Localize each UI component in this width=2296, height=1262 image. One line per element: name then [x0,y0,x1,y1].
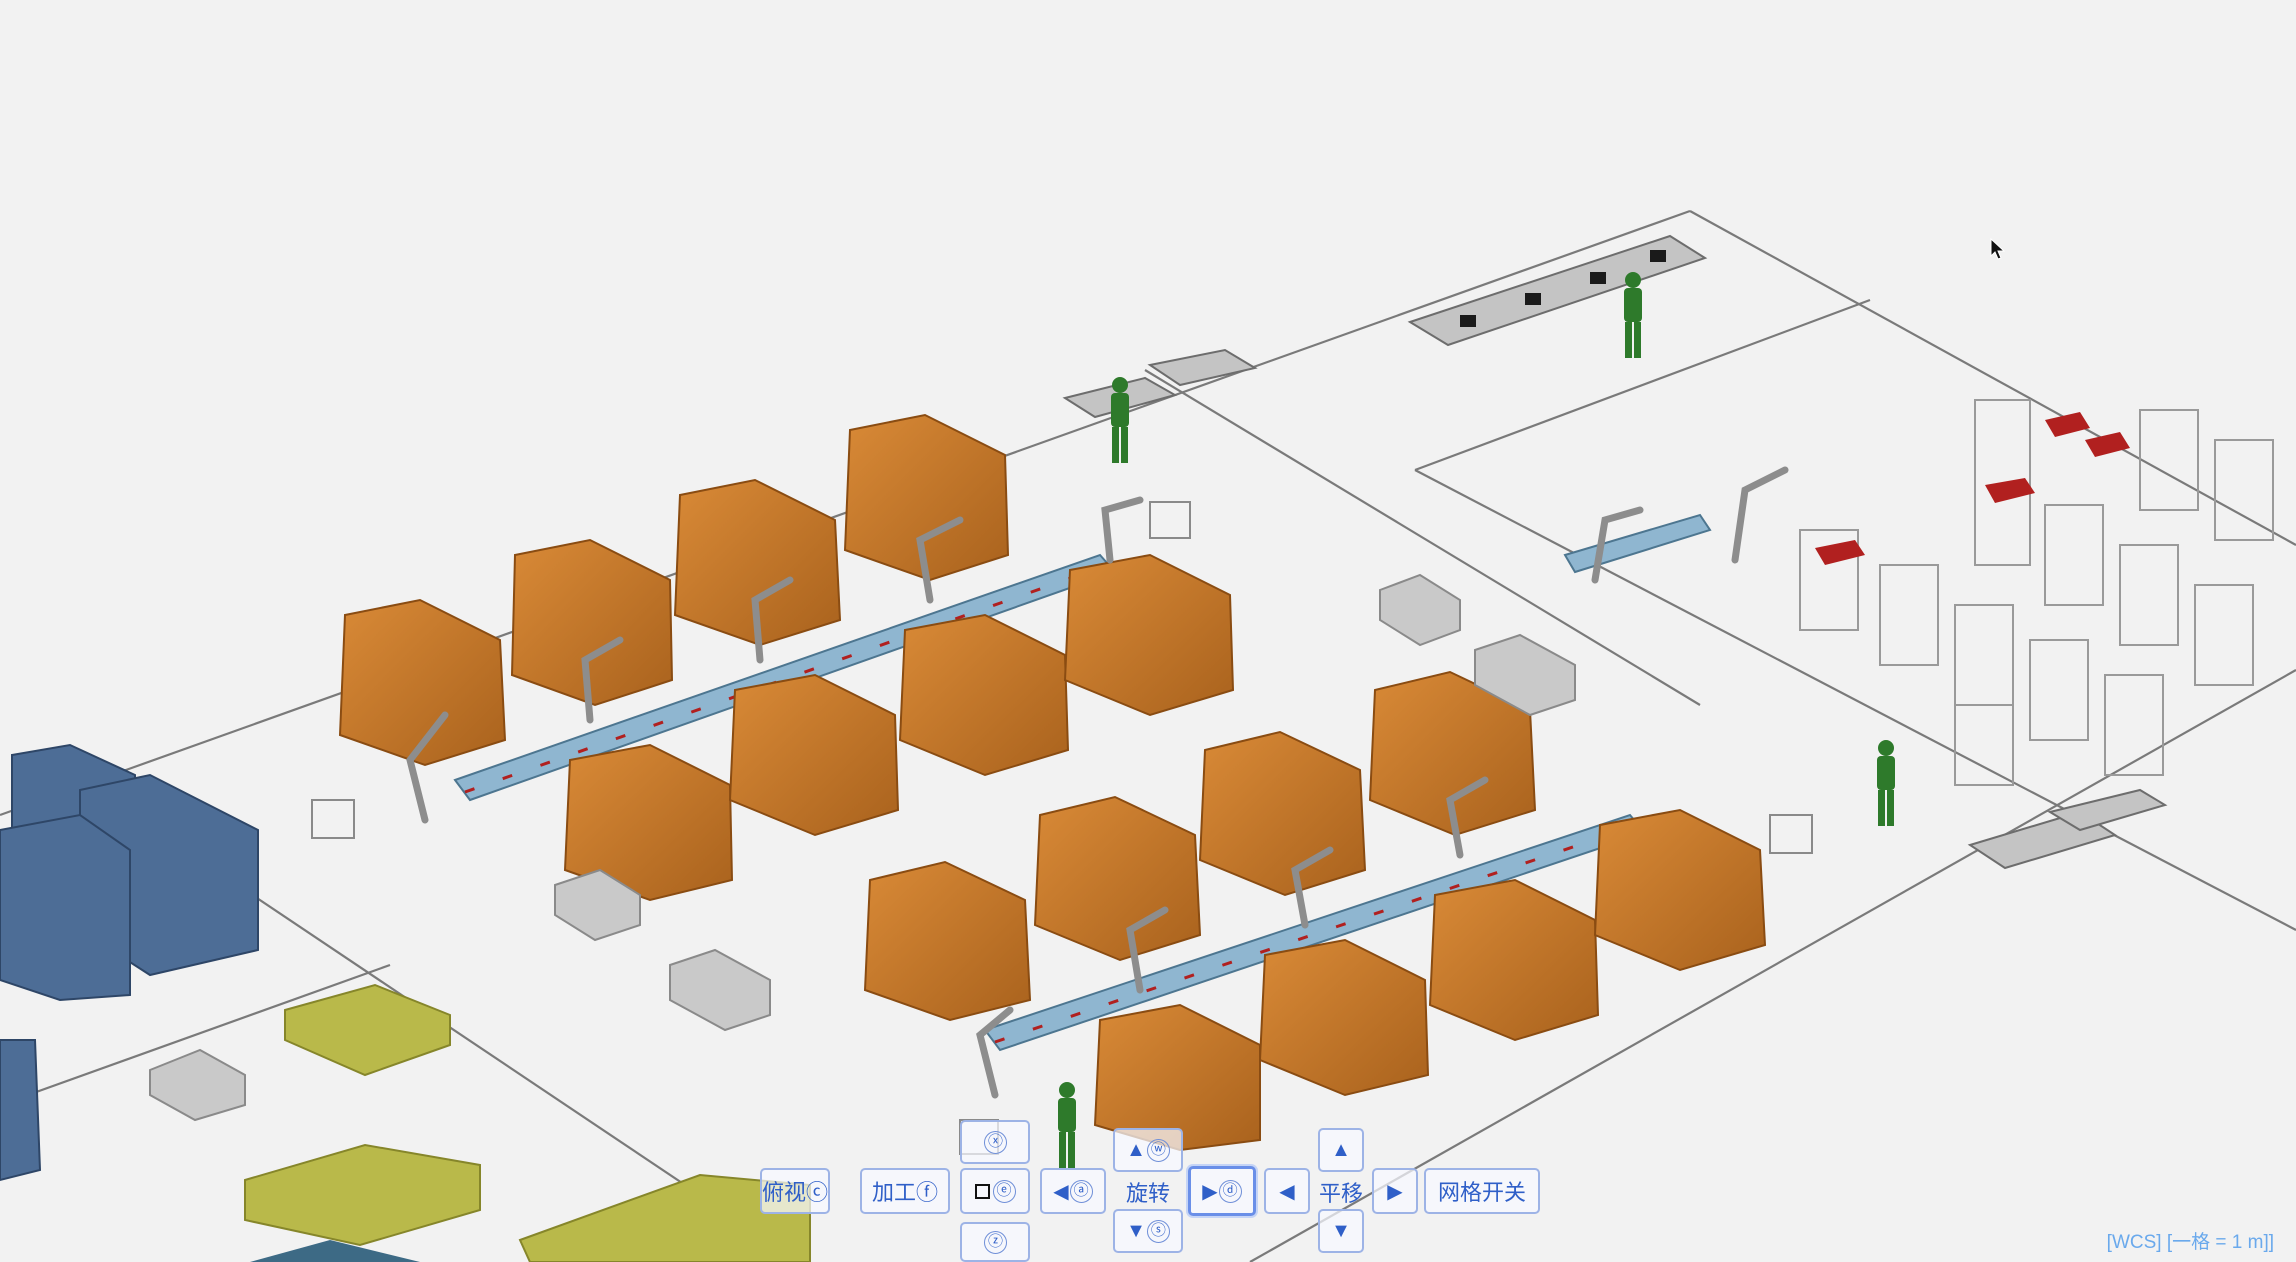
key-hint: ⓧ [984,1130,1007,1154]
machine-row-lower [863,670,1767,1152]
monitors [1460,250,1666,327]
front-view-label: 加工ⓕ [871,1180,938,1205]
key-hint: ⓢ [1146,1219,1170,1243]
key-hint: ⓩ [984,1230,1007,1254]
key-hint: ⓐ [1069,1179,1093,1203]
pan-down-button[interactable]: ▼ [1318,1209,1364,1253]
workers [1058,272,1895,1168]
crate-group [244,983,811,1262]
left-view-label: 俯视ⓒ [762,1180,829,1205]
square-icon [974,1183,990,1199]
left-triangle-icon: ◀ [1053,1180,1069,1203]
conveyor-right [1563,513,1712,574]
key-hint: ⓔ [992,1179,1016,1203]
rotate-label: 旋转 [1125,1181,1170,1206]
front-view-button[interactable]: 加工ⓕ [860,1168,950,1214]
left-triangle-icon: ◀ [1279,1180,1295,1203]
floor-lines [0,209,2296,1262]
equipment-block [250,1240,420,1262]
pallet-rack-block [0,743,259,1182]
machine-row-upper-left [338,413,1235,902]
bottom-view-partial-button[interactable]: ⓩ [960,1222,1030,1262]
down-triangle-icon: ▼ [1331,1219,1351,1242]
tilt-up-button[interactable]: ▲ ⓦ [1113,1128,1183,1172]
grid-toggle-label: 网格开关 [1437,1180,1526,1205]
mouse-pointer-icon [1990,238,2006,260]
down-triangle-icon: ▼ [1126,1219,1146,1242]
coordinate-system-status: [WCS] [一格 = 1 m]] [2106,1232,2274,1253]
left-view-button[interactable]: 俯视ⓒ [760,1168,830,1214]
key-hint: ⓓ [1218,1179,1242,1203]
pan-label: 平移 [1318,1181,1363,1206]
forklifts [149,573,1576,1122]
right-triangle-icon: ▶ [1387,1180,1403,1203]
key-hint: ⓦ [1146,1138,1170,1162]
top-view-partial-button[interactable]: ⓧ [960,1120,1030,1164]
red-parts [1815,412,2130,565]
box-select-button[interactable]: ⓔ [960,1168,1030,1214]
rotate-right-button[interactable]: ▶ ⓓ [1188,1166,1256,1216]
up-triangle-icon: ▲ [1331,1138,1351,1161]
pan-right-button[interactable]: ▶ [1372,1168,1418,1214]
tilt-down-button[interactable]: ▼ ⓢ [1113,1209,1183,1253]
right-triangle-icon: ▶ [1202,1180,1218,1203]
storage-shelves [1799,399,2274,786]
robot-arms [406,466,1789,1099]
pan-up-button[interactable]: ▲ [1318,1128,1364,1172]
up-triangle-icon: ▲ [1126,1138,1146,1161]
rotate-left-button[interactable]: ◀ ⓐ [1040,1168,1106,1214]
grid-toggle-button[interactable]: 网格开关 [1424,1168,1540,1214]
pan-left-button[interactable]: ◀ [1264,1168,1310,1214]
